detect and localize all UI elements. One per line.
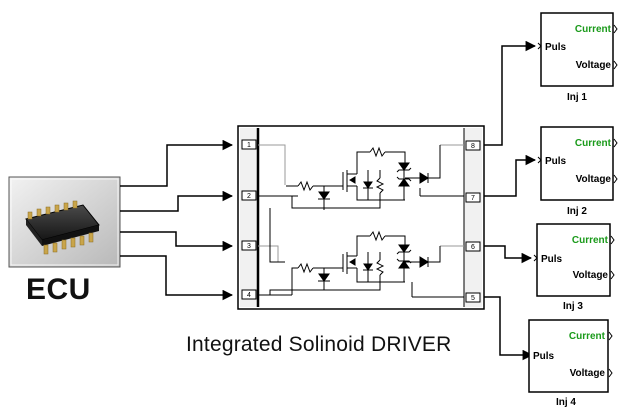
injector-4-name: Inj 4 (556, 397, 576, 407)
resistor-icon (369, 230, 386, 242)
driver-block[interactable]: 1 2 3 4 8 7 6 5 (237, 125, 485, 310)
ecu-label: ECU (26, 273, 91, 306)
injector-3-input-label: Puls (541, 254, 563, 265)
driver-title: Integrated Solinoid DRIVER (186, 333, 452, 356)
resistor-icon (369, 146, 386, 158)
driver-port-5: 5 (471, 295, 475, 302)
injector-1-current-label: Current (575, 24, 612, 35)
driver-port-2: 2 (247, 193, 251, 200)
resistor-icon (375, 259, 385, 276)
injector-2-name: Inj 2 (567, 206, 587, 217)
driver-port-1: 1 (247, 142, 251, 149)
injector-2-input-label: Puls (545, 156, 567, 167)
ecu-block[interactable] (8, 176, 121, 268)
injector-4-voltage-label: Voltage (570, 368, 606, 379)
injector-block-4[interactable]: Puls Current Voltage Inj 4 (525, 319, 613, 407)
injector-block-2[interactable]: Puls Current Voltage Inj 2 (537, 126, 618, 217)
resistor-icon (375, 177, 385, 194)
injector-3-voltage-label: Voltage (573, 270, 609, 281)
injector-block-3[interactable]: Puls Current Voltage Inj 3 (533, 223, 615, 312)
mosfet-icon (342, 252, 357, 274)
injector-2-current-label: Current (575, 138, 612, 149)
mosfet-icon (342, 170, 357, 192)
driver-port-6: 6 (471, 244, 475, 251)
zener-diode-icon (396, 244, 412, 282)
resistor-icon (297, 262, 314, 274)
driver-port-3: 3 (247, 243, 251, 250)
driver-left-ports (241, 139, 257, 300)
injector-1-name: Inj 1 (567, 92, 587, 103)
injector-2-voltage-label: Voltage (576, 174, 612, 185)
injector-1-voltage-label: Voltage (576, 60, 612, 71)
resistor-icon (297, 180, 314, 192)
driver-channel-upper (258, 145, 464, 210)
diode-icon (318, 191, 330, 200)
ic-chip-icon (25, 200, 100, 255)
driver-channel-lower (258, 208, 464, 298)
zener-diode-icon (396, 162, 412, 200)
injector-4-current-label: Current (569, 331, 606, 342)
driver-right-ports (465, 140, 481, 303)
driver-port-7: 7 (471, 195, 475, 202)
diode-icon (318, 273, 330, 282)
injector-3-name: Inj 3 (563, 301, 583, 312)
driver-output-wires (484, 40, 537, 361)
injector-4-input-label: Puls (533, 351, 555, 362)
ecu-output-wires (120, 139, 234, 301)
driver-internal-routing (258, 144, 464, 262)
injector-block-1[interactable]: Puls Current Voltage Inj 1 (537, 12, 618, 103)
injector-1-input-label: Puls (545, 42, 567, 53)
injector-3-current-label: Current (572, 235, 609, 246)
driver-port-4: 4 (247, 292, 251, 299)
driver-port-8: 8 (471, 143, 475, 150)
